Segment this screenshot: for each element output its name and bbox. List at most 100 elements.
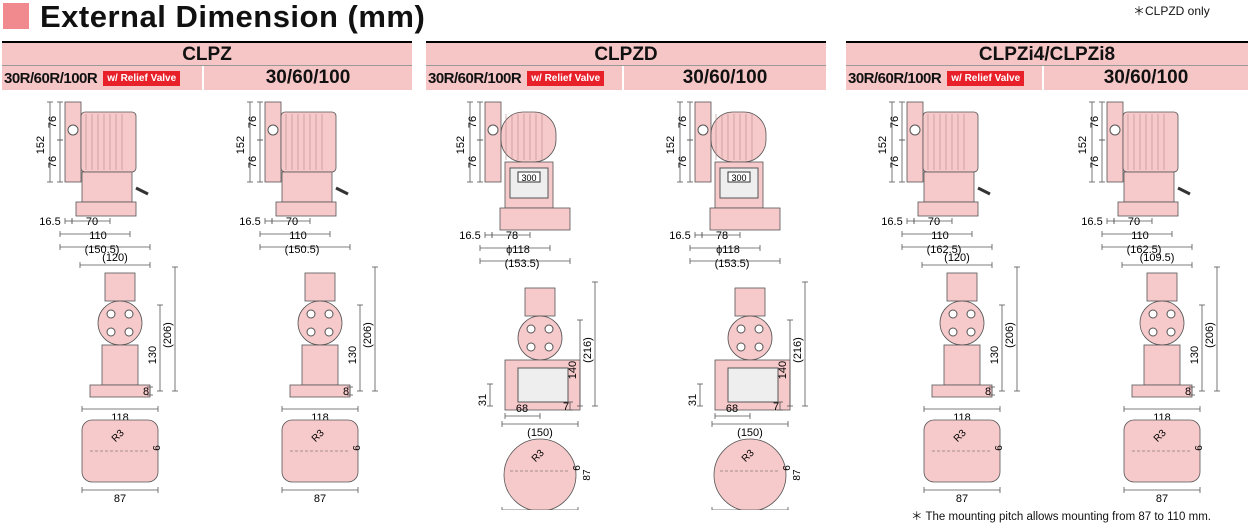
base-view	[81, 419, 159, 483]
side-view	[264, 101, 349, 217]
dimension-label: (216)	[582, 337, 594, 363]
side-view: 300	[484, 101, 571, 231]
dimension-label: ϕ118	[506, 244, 530, 256]
dimension-label: 76	[467, 156, 479, 168]
base-view	[1123, 419, 1201, 483]
dimension-label: 152	[1077, 136, 1089, 154]
dimension-label: (150.5)	[285, 244, 320, 256]
dimension-label: 76	[247, 156, 259, 168]
dimension-label: 152	[877, 136, 889, 154]
dimension-label: 7	[563, 401, 569, 413]
dimension-label: 6	[1194, 445, 1205, 451]
dimension-label: 70	[86, 216, 98, 228]
dimension-label: 70	[1128, 216, 1140, 228]
dimension-label: 130	[1189, 346, 1201, 364]
page-title: External Dimension (mm)	[40, 0, 426, 34]
dimension-label: (216)	[792, 337, 804, 363]
dimension-label: 16.5	[459, 230, 480, 242]
dimension-label: 110	[931, 230, 949, 242]
title-marker	[3, 3, 29, 29]
dimension-label: 87	[314, 493, 326, 505]
standard-model-label: 30/60/100	[1042, 66, 1248, 90]
dimension-label: 6	[782, 465, 793, 471]
dimension-label: 87	[956, 493, 968, 505]
section-clpzd: CLPZD 30R/60R/100R w/ Relief Valve 30/60/…	[426, 41, 826, 90]
front-view: (109.5)	[1121, 252, 1193, 398]
dimension-label: 76	[1089, 116, 1101, 128]
dimension-label: 140	[777, 361, 789, 379]
relief-valve-badge: w/ Relief Valve	[947, 70, 1025, 86]
base-view	[281, 419, 359, 483]
side-view: 300	[694, 101, 781, 231]
dimension-label: 110	[1131, 230, 1149, 242]
dimension-label: 70	[928, 216, 940, 228]
front-view: (120)	[921, 252, 993, 398]
relief-model-label: 30R/60R/100R	[4, 69, 98, 87]
dimension-label: 16.5	[1081, 216, 1102, 228]
side-view	[1106, 101, 1191, 217]
dimension-label: 76	[889, 156, 901, 168]
dimension-label: 78	[716, 230, 728, 242]
dimension-label: (120)	[102, 252, 128, 264]
base-view	[923, 419, 1001, 483]
dimension-label: 76	[467, 116, 479, 128]
front-view	[714, 287, 791, 411]
drawing-clpz-standard: 152 76 76 16.5 70 110 (150.5) 130	[220, 90, 420, 510]
dimension-label: 152	[455, 136, 467, 154]
dimension-label: 87	[582, 469, 593, 481]
section-title: CLPZi4/CLPZi8	[846, 41, 1248, 65]
section-clpzi: CLPZi4/CLPZi8 30R/60R/100R w/ Relief Valv…	[846, 41, 1248, 90]
relief-model-label: 30R/60R/100R	[428, 69, 522, 87]
front-view	[289, 272, 351, 398]
mounting-pitch-note: ＊ The mounting pitch allows mounting fro…	[911, 511, 1211, 523]
dimension-label: 6	[572, 465, 583, 471]
dimension-label: 16.5	[669, 230, 690, 242]
dimension-label: 110	[289, 230, 307, 242]
dimension-drawing: 152 76 76 16.5 70 110 (162.5) (109.5)	[1077, 101, 1220, 505]
dimension-label: 76	[677, 156, 689, 168]
dimension-label: 6	[994, 445, 1005, 451]
dimension-label: (206)	[162, 322, 174, 348]
dimension-label: (153.5)	[715, 258, 750, 270]
dimension-label: (153.5)	[505, 258, 540, 270]
dimension-label: 31	[477, 394, 489, 406]
dimension-label: 152	[665, 136, 677, 154]
dimension-label: 8	[143, 386, 149, 398]
dimension-label: 110	[89, 230, 107, 242]
dimension-label: 130	[147, 346, 159, 364]
dimension-label: (150.5)	[85, 244, 120, 256]
drawing-clpzi-relief: 152 76 76 16.5 70 110 (162.5) (120)	[862, 90, 1062, 510]
dimension-label: 68	[516, 403, 528, 415]
standard-model-label: 30/60/100	[202, 66, 412, 90]
dimension-drawing: 152 76 76 16.5 70 110 (150.5) (120)	[35, 101, 178, 505]
drawing-clpzi-standard: 152 76 76 16.5 70 110 (162.5) (109.5)	[1062, 90, 1250, 510]
dimension-label: (150)	[737, 427, 763, 439]
relief-valve-badge: w/ Relief Valve	[103, 70, 181, 86]
dimension-label: (162.5)	[1127, 244, 1162, 256]
relief-model-label: 30R/60R/100R	[848, 69, 942, 87]
dimension-label: 68	[726, 403, 738, 415]
dimension-label: 7	[773, 401, 779, 413]
dimension-label: (150)	[527, 427, 553, 439]
section-title: CLPZD	[426, 41, 826, 65]
standard-model-label: 30/60/100	[622, 66, 826, 90]
dimension-label: 76	[47, 116, 59, 128]
dimension-label: 76	[247, 116, 259, 128]
dimension-drawing: 300 152 76 76 16.5 78 ϕ118 (153.5)	[665, 101, 808, 525]
dimension-label: 87	[1156, 493, 1168, 505]
dimension-label: (206)	[362, 322, 374, 348]
drawing-clpz-relief: 152 76 76 16.5 70 110 (150.5) (120)	[20, 90, 220, 510]
front-view	[504, 287, 581, 411]
side-view	[906, 101, 991, 217]
display-readout: 300	[521, 173, 536, 183]
dimension-label: 16.5	[881, 216, 902, 228]
dimension-label: 31	[687, 394, 699, 406]
dimension-label: 6	[352, 445, 363, 451]
dimension-label: 70	[286, 216, 298, 228]
relief-valve-badge: w/ Relief Valve	[527, 70, 605, 86]
dimension-label: (120)	[944, 252, 970, 264]
dimension-label: (162.5)	[927, 244, 962, 256]
dimension-label: (109.5)	[1140, 252, 1175, 264]
front-view: (120)	[79, 252, 151, 398]
